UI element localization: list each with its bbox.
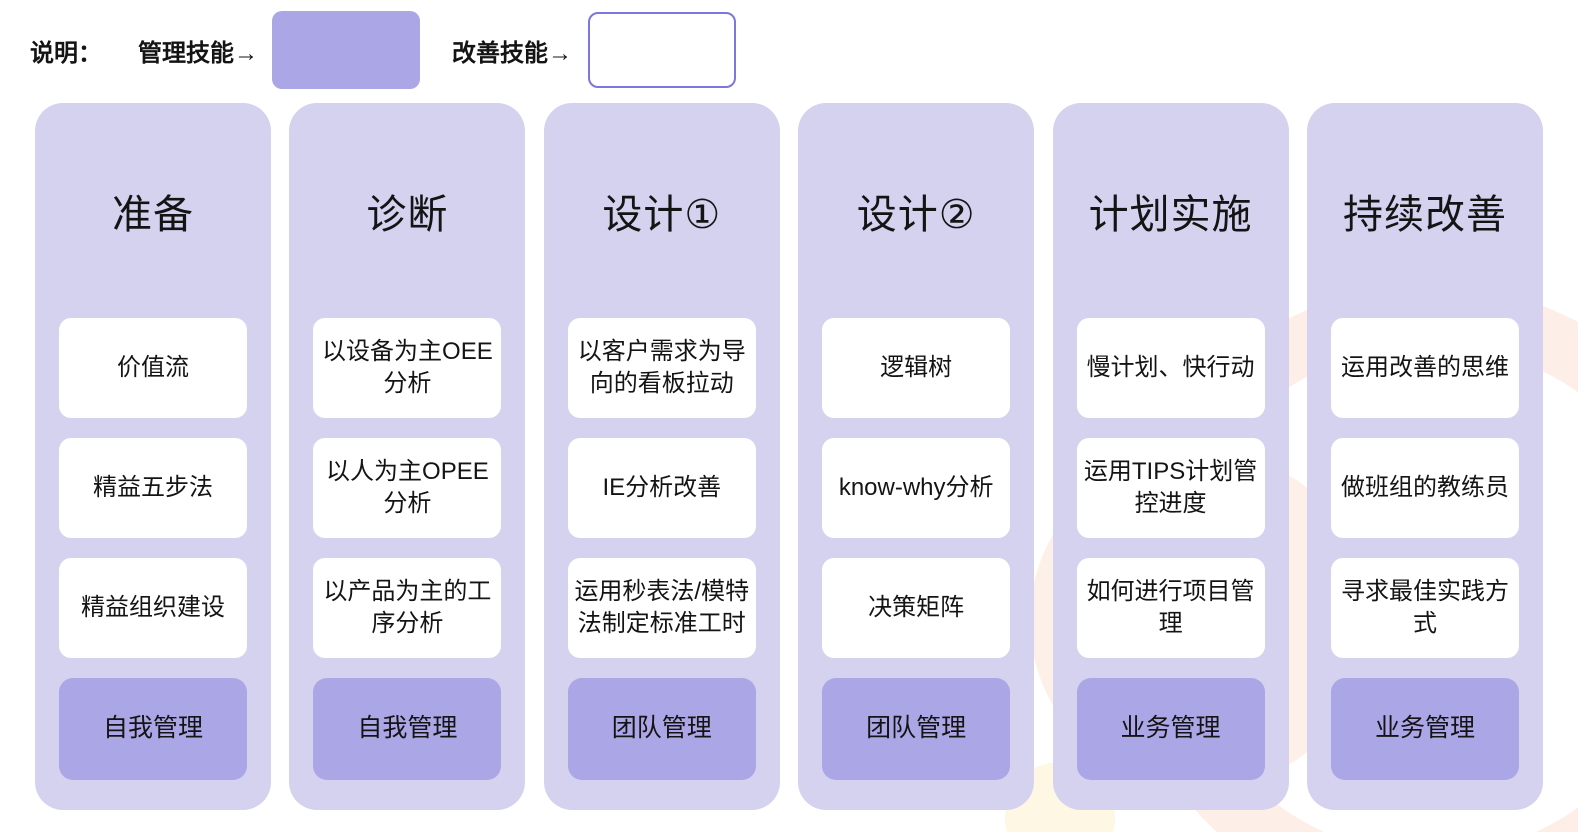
management-skill-swatch xyxy=(272,11,420,89)
improvement-skill-card: 决策矩阵 xyxy=(822,558,1011,658)
legend-title: 说明： xyxy=(30,39,102,67)
stage-column: 设计① 以客户需求为导向的看板拉动 IE分析改善运用秒表法/模特法制定标准工时团队… xyxy=(543,103,780,810)
improvement-skill-card: 以产品为主的工序分析 xyxy=(313,558,502,658)
improvement-skill-card: 做班组的教练员 xyxy=(1330,438,1519,538)
management-skill-card: 团队管理 xyxy=(567,678,756,780)
improvement-skill-card: 精益五步法 xyxy=(59,438,247,538)
improvement-skill-card: 以设备为主OEE分析 xyxy=(313,318,502,418)
stage-columns: 准备 价值流精益五步法精益组织建设自我管理 诊断 以设备为主OEE分析以人为主O… xyxy=(35,103,1543,810)
improvement-skill-card: 运用秒表法/模特法制定标准工时 xyxy=(567,558,756,658)
improvement-skill-card: 慢计划、快行动 xyxy=(1076,318,1265,418)
stage-title: 诊断 xyxy=(366,192,449,237)
improvement-skill-card: IE分析改善 xyxy=(567,438,756,538)
stage-cards: 逻辑树 know-why分析决策矩阵团队管理 xyxy=(822,318,1011,780)
management-skill-card: 业务管理 xyxy=(1330,678,1519,780)
improvement-skill-card: know-why分析 xyxy=(822,438,1011,538)
improvement-skill-card: 逻辑树 xyxy=(822,318,1011,418)
stage-title: 计划实施 xyxy=(1088,192,1253,237)
legend: 说明： 管理技能→ 改善技能→ xyxy=(30,0,736,100)
management-skill-label: 管理技能→ xyxy=(138,39,258,67)
stage-title: 持续改善 xyxy=(1342,192,1507,237)
improvement-skill-label: 改善技能→ xyxy=(452,39,572,67)
management-skill-card: 业务管理 xyxy=(1076,678,1265,780)
stage-cards: 以设备为主OEE分析以人为主OPEE分析以产品为主的工序分析自我管理 xyxy=(313,318,502,780)
improvement-skill-card: 寻求最佳实践方式 xyxy=(1330,558,1519,658)
management-skill-card: 团队管理 xyxy=(822,678,1011,780)
stage-column: 持续改善 运用改善的思维做班组的教练员寻求最佳实践方式业务管理 xyxy=(1306,103,1543,810)
improvement-skill-card: 如何进行项目管理 xyxy=(1076,558,1265,658)
improvement-skill-card: 以客户需求为导向的看板拉动 xyxy=(567,318,756,418)
stage-cards: 以客户需求为导向的看板拉动 IE分析改善运用秒表法/模特法制定标准工时团队管理 xyxy=(567,318,756,780)
stage-title: 设计① xyxy=(602,192,722,237)
stage-cards: 价值流精益五步法精益组织建设自我管理 xyxy=(59,318,247,780)
stage-cards: 慢计划、快行动运用TIPS计划管控进度如何进行项目管理业务管理 xyxy=(1076,318,1265,780)
stage-title: 准备 xyxy=(112,192,194,237)
stage-title: 设计② xyxy=(856,192,976,237)
management-skill-card: 自我管理 xyxy=(59,678,247,780)
management-skill-card: 自我管理 xyxy=(313,678,502,780)
improvement-skill-swatch xyxy=(588,12,736,88)
improvement-skill-card: 精益组织建设 xyxy=(59,558,247,658)
improvement-skill-card: 运用改善的思维 xyxy=(1330,318,1519,418)
stage-column: 计划实施 慢计划、快行动运用TIPS计划管控进度如何进行项目管理业务管理 xyxy=(1052,103,1289,810)
stage-cards: 运用改善的思维做班组的教练员寻求最佳实践方式业务管理 xyxy=(1330,318,1519,780)
stage-column: 准备 价值流精益五步法精益组织建设自我管理 xyxy=(35,103,271,810)
improvement-skill-card: 价值流 xyxy=(59,318,247,418)
improvement-skill-card: 以人为主OPEE分析 xyxy=(313,438,502,538)
improvement-skill-card: 运用TIPS计划管控进度 xyxy=(1076,438,1265,538)
stage-column: 设计② 逻辑树 know-why分析决策矩阵团队管理 xyxy=(798,103,1035,810)
stage-column: 诊断 以设备为主OEE分析以人为主OPEE分析以产品为主的工序分析自我管理 xyxy=(289,103,526,810)
